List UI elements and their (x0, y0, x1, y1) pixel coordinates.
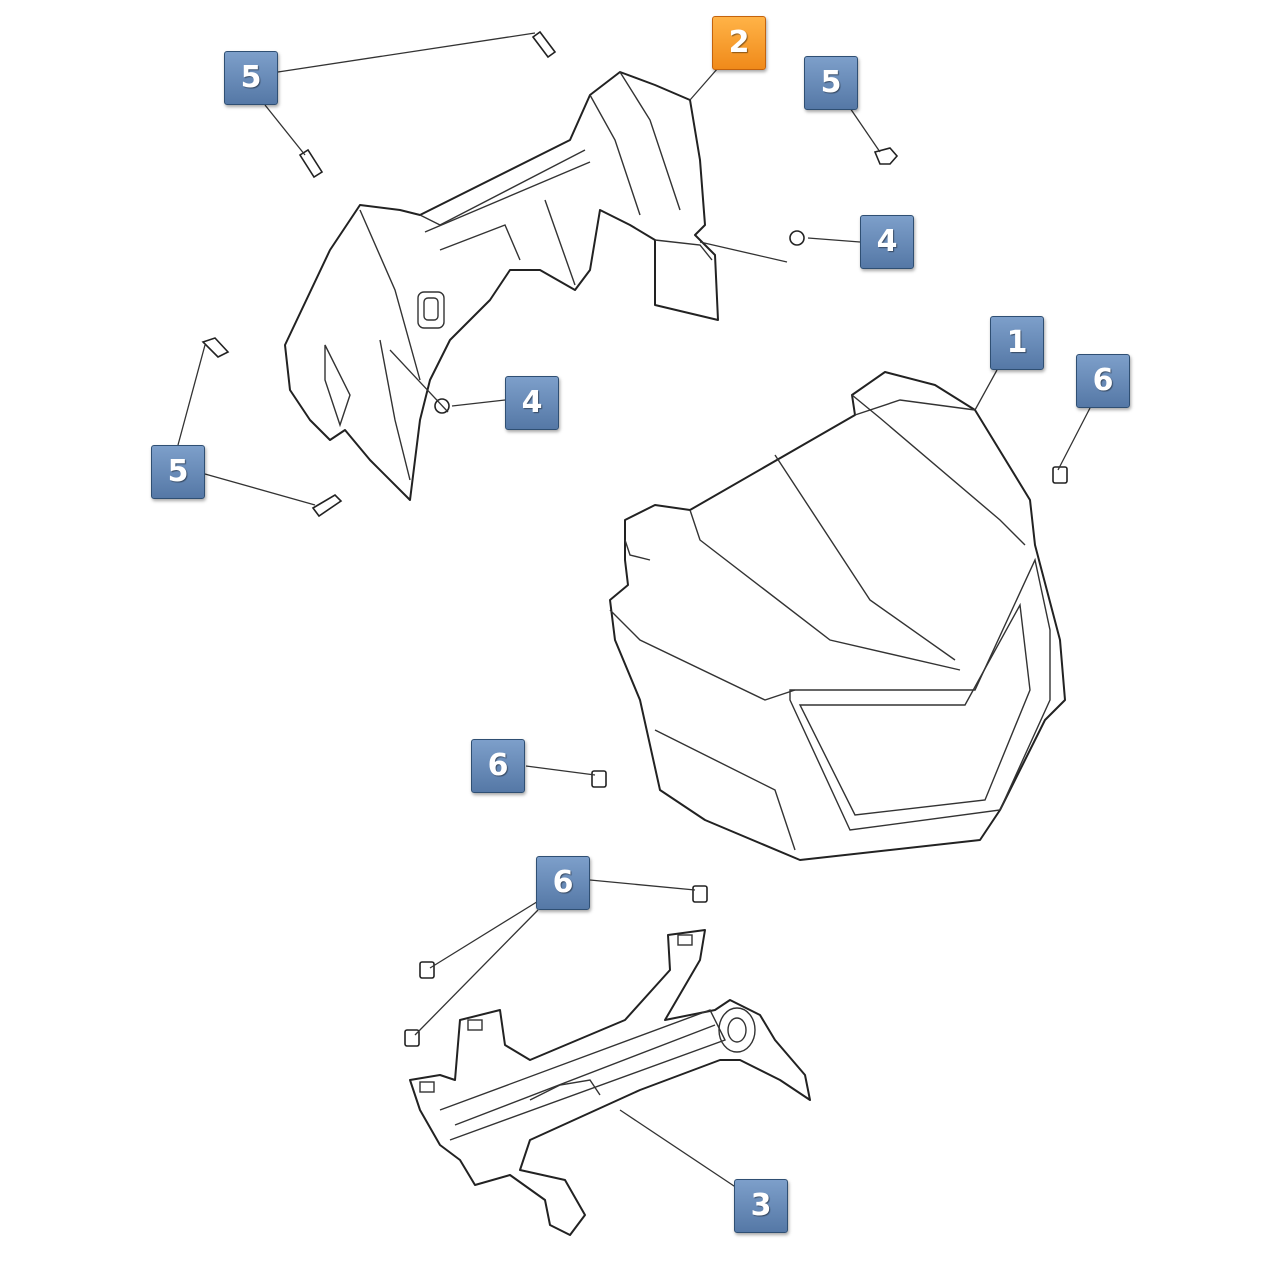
callout-5-top-right[interactable]: 5 (804, 56, 858, 110)
callout-2[interactable]: 2 (712, 16, 766, 70)
screw-5-bottom-left (311, 493, 343, 518)
upper-fairing-part (284, 71, 719, 501)
clip-6-mid (591, 770, 607, 788)
clip-6-bracket-a (692, 885, 708, 903)
callout-3[interactable]: 3 (734, 1179, 788, 1233)
screw-5-top-right (873, 147, 899, 165)
clip-6-bracket-b (419, 961, 435, 979)
screw-4-upper (789, 230, 805, 246)
callout-5-left[interactable]: 5 (151, 445, 205, 499)
screw-5-top-left (298, 30, 557, 179)
headlight-cowl-part (609, 371, 1066, 861)
screw-5-left (201, 337, 230, 358)
mounting-bracket-part (409, 929, 811, 1236)
clip-6-right (1052, 466, 1068, 484)
callout-6-right[interactable]: 6 (1076, 354, 1130, 408)
fasteners (201, 30, 1068, 1047)
callout-4-upper[interactable]: 4 (860, 215, 914, 269)
callout-5-top-left[interactable]: 5 (224, 51, 278, 105)
callout-6-bracket[interactable]: 6 (536, 856, 590, 910)
callout-4-lower[interactable]: 4 (505, 376, 559, 430)
callout-1[interactable]: 1 (990, 316, 1044, 370)
callout-6-middle[interactable]: 6 (471, 739, 525, 793)
leader-lines (177, 32, 1091, 1191)
